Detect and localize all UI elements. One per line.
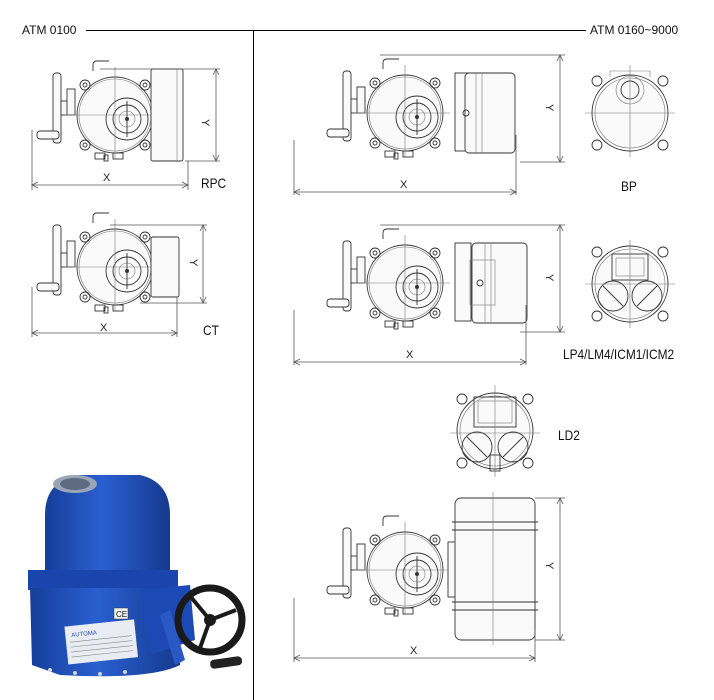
lp4-label: LP4/LM4/ICM1/ICM2 bbox=[563, 346, 675, 362]
ct-drawing: X Y bbox=[31, 212, 207, 337]
svg-text:Y: Y bbox=[543, 274, 555, 282]
svg-text:Y: Y bbox=[543, 104, 555, 112]
column-divider bbox=[253, 30, 254, 700]
ce-mark: CE bbox=[116, 610, 127, 619]
actuator-photo: CE AUTOMA bbox=[28, 475, 246, 677]
dim-x-label: X bbox=[103, 172, 111, 184]
svg-text:X: X bbox=[406, 349, 414, 361]
svg-text:Y: Y bbox=[187, 259, 199, 267]
bp-drawing: X Y bbox=[293, 54, 565, 196]
rpc-drawing: X Y bbox=[31, 60, 220, 190]
series-label-atm-0100: ATM 0100 bbox=[22, 23, 77, 37]
svg-text:Y: Y bbox=[543, 562, 555, 570]
dim-y-label: Y bbox=[199, 119, 211, 127]
nameplate-brand: AUTOMA bbox=[71, 630, 97, 639]
large-drawing: X Y bbox=[293, 492, 565, 662]
lp4-drawing: X Y bbox=[293, 224, 565, 366]
bp-label: BP bbox=[621, 178, 637, 194]
bp-end-view bbox=[585, 65, 675, 157]
ld2-label: LD2 bbox=[558, 427, 580, 443]
rpc-label: RPC bbox=[201, 175, 227, 191]
svg-text:X: X bbox=[410, 645, 418, 657]
series-label-atm-0160-9000: ATM 0160~9000 bbox=[590, 23, 679, 37]
svg-text:X: X bbox=[400, 179, 408, 191]
ct-label: CT bbox=[203, 322, 219, 338]
ld2-end-view bbox=[450, 385, 540, 477]
header-rule bbox=[86, 30, 586, 31]
svg-text:X: X bbox=[100, 322, 108, 334]
lp4-end-view bbox=[585, 240, 675, 328]
